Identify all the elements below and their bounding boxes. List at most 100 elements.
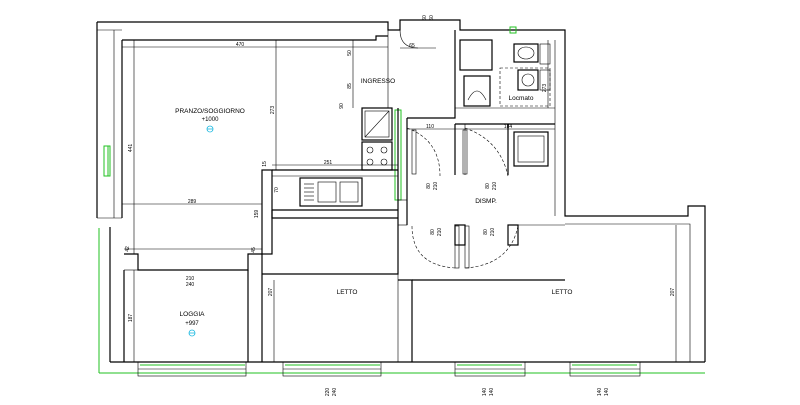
dim-side-45: 45 [251, 247, 257, 253]
dim-win2-h: 140 [489, 388, 495, 397]
room-bed-right-label: LETTO [552, 289, 573, 296]
door-swing-entry [406, 127, 441, 177]
fixtures [299, 39, 551, 207]
dim-door-80-b: 80 [485, 183, 491, 189]
dim-door-210-d: 210 [490, 228, 496, 237]
window-top-entry [509, 26, 517, 34]
dim-top-fin-b: 60 [429, 15, 435, 21]
dim-living-bottom-w: 289 [188, 199, 197, 205]
room-living-label: PRANZO/SOGGIORNO [175, 108, 245, 115]
wall-bed-mid [398, 279, 413, 362]
door-leaf-4 [464, 225, 470, 269]
dim-side-15: 15 [262, 161, 268, 167]
door-leaf-3 [454, 225, 460, 269]
dim-win3-w: 140 [597, 388, 603, 397]
wall-right-step [565, 223, 691, 362]
fridge-inner [364, 110, 390, 138]
dim-toilet-h: 273 [542, 84, 548, 93]
doors [399, 29, 519, 269]
wall-top-inner [122, 35, 388, 41]
fridge-diag [364, 110, 390, 138]
wc [513, 43, 539, 63]
room-loggia-label: LOGGIA [180, 311, 206, 318]
wall-bathroom-left [407, 30, 456, 119]
bath-sink-2 [539, 43, 551, 65]
wall-top [97, 19, 555, 31]
kitchen-sink [299, 177, 363, 207]
dim-win3-h: 140 [604, 388, 610, 397]
dim-top-fin-a: 60 [422, 15, 428, 21]
shower [459, 39, 493, 71]
room-toilet-label: Locmato [509, 95, 534, 102]
room-hall-label: DISMP. [475, 198, 497, 205]
dim-side-42: 42 [125, 246, 131, 252]
hall-stub-3 [397, 199, 408, 226]
wall-bed-left-top [271, 210, 398, 219]
dim-door-210-a: 210 [433, 182, 439, 191]
room-loggia-level: +997 [185, 321, 199, 327]
level-markers [188, 125, 214, 337]
bidet [517, 69, 539, 91]
door-swing-bath [464, 127, 509, 177]
wc-bowl [517, 46, 535, 60]
bathroom-sink [463, 75, 491, 107]
door-swing-hall-right [464, 225, 519, 269]
dim-door-210-b: 210 [492, 182, 498, 191]
dim-top-small-1: 50 [347, 50, 353, 56]
wall-living-bottom [124, 253, 262, 271]
burner-2 [380, 146, 388, 154]
kitchen-wall [261, 169, 273, 255]
bidet-bowl [521, 73, 535, 87]
washing-machine-inner [517, 135, 545, 163]
dim-top-width: 470 [236, 42, 245, 48]
dim-entry-small: 90 [339, 103, 345, 109]
sink-curve [467, 90, 487, 101]
dim-door-80-c: 80 [430, 229, 436, 235]
dimension-lines [122, 40, 677, 362]
stove [361, 141, 393, 171]
toilet-area [499, 67, 551, 107]
dim-side-159: 159 [254, 210, 260, 219]
room-entry-label: INGRESSO [361, 78, 395, 85]
burner-3 [366, 158, 374, 166]
hall-stub-1 [454, 224, 466, 246]
door-leaf-1 [462, 129, 468, 175]
dim-hall-w: 110 [426, 124, 434, 130]
dim-living-height: 441 [128, 144, 134, 153]
sink-bowl-2 [339, 181, 359, 203]
dim-door-80-d: 80 [483, 229, 489, 235]
door-leaf-2 [411, 129, 417, 175]
room-labels: PRANZO/SOGGIORNO +1000 INGRESSO Locmato … [175, 78, 572, 327]
glazing [103, 26, 637, 366]
dim-kitchen-h: 70 [274, 187, 280, 193]
dim-loggia-h: 187 [128, 314, 134, 323]
dim-win1-h: 240 [332, 388, 338, 397]
hall-stub-2 [507, 224, 519, 246]
burner-4 [380, 158, 388, 166]
wall-right [555, 29, 706, 362]
wall-bed-divider [262, 225, 399, 275]
dim-loggia-door-h: 240 [186, 282, 195, 288]
dim-living-inner-h: 273 [270, 106, 276, 115]
dimension-text: 470 441 273 289 251 70 50 65 85 90 110 1… [125, 15, 676, 396]
dim-top-small-2: 65 [409, 43, 415, 49]
burner-1 [366, 146, 374, 154]
washing-machine [513, 131, 549, 167]
room-living-level: +1000 [202, 117, 220, 123]
door-swing-hall-left [411, 225, 456, 269]
dim-loggia-door-w: 210 [186, 276, 195, 282]
dim-hall-w2: 184 [504, 124, 513, 130]
dim-bed-right-h: 207 [670, 288, 676, 297]
fridge [361, 107, 393, 141]
window-living-left-frame [103, 145, 111, 177]
dim-win2-w: 140 [482, 388, 488, 397]
dim-kitchen-w: 251 [324, 160, 333, 166]
dim-door-80-a: 80 [426, 183, 432, 189]
sink-bowl-1 [317, 181, 337, 203]
dim-win1-w: 220 [325, 388, 331, 397]
dim-door-210-c: 210 [437, 228, 443, 237]
dim-entry-h: 85 [347, 83, 353, 89]
interior-walls [124, 30, 565, 362]
dim-bed-left-h: 207 [268, 288, 274, 297]
